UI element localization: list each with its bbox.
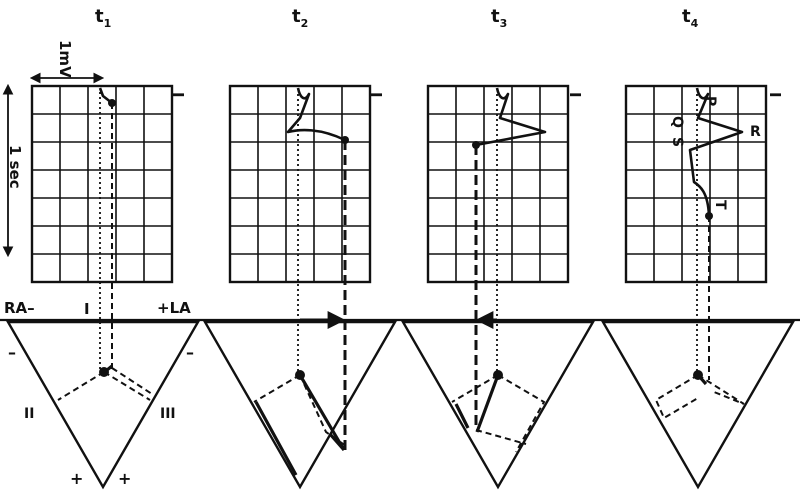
grid-frame: [624, 84, 768, 284]
r-wave-label: R: [750, 124, 761, 140]
projection-iii-1: [111, 367, 153, 395]
heart-vectors: [57, 364, 745, 476]
time-label-t4: t4: [682, 6, 699, 30]
q-wave-label: Q: [669, 116, 685, 128]
triangle-3: [400, 320, 596, 490]
ecg-grid-4: [624, 84, 768, 284]
time-label-t3: t3: [491, 6, 507, 30]
s-wave-label: S: [669, 137, 685, 147]
projection-limbs-2: [253, 374, 347, 447]
triangle-2: [202, 320, 398, 490]
lead-i-triangle-label: I: [84, 300, 90, 318]
grid-frame: [30, 84, 174, 284]
lead-ii-label: II: [24, 406, 34, 422]
minus-right-label: –: [186, 343, 194, 362]
plus-right-label: +: [118, 469, 131, 488]
vector-3: [475, 374, 500, 433]
grid-frame: [426, 84, 570, 284]
trace-panel-4: [688, 87, 744, 217]
lead-i-label-2: I: [367, 92, 385, 98]
lead-iii-projection-2: [328, 432, 346, 452]
lead-i-label-3: I: [566, 92, 584, 98]
time-label-t1: t1: [95, 6, 111, 30]
triangle-labels: RA– +LA I – – II III + +: [4, 299, 194, 488]
projection-limbs-3: [451, 374, 546, 453]
time-label-t2: t2: [292, 6, 308, 30]
vector-origin-4: [693, 370, 703, 380]
ecg-grid-3: [426, 84, 570, 284]
lead-ii-projection-2: [254, 401, 298, 476]
vector-origin-3: [493, 370, 503, 380]
minus-left-label: –: [8, 343, 16, 362]
wave-labels: P Q R S T: [669, 96, 761, 210]
vector-origin-2: [295, 370, 305, 380]
projection-limbs-1: [57, 371, 151, 401]
scale-indicators: 1mV 1 sec: [2, 40, 105, 258]
projection-limbs-4: [654, 374, 745, 420]
la-label: +LA: [157, 299, 191, 317]
projection-lines: [99, 92, 710, 450]
lead-iii-label: III: [160, 406, 176, 422]
lead-i-label-1: I: [169, 92, 187, 98]
lead-i-label-4: I: [766, 92, 784, 98]
ecg-traces: [98, 87, 744, 220]
lead-ii-projection-3: [454, 403, 470, 429]
plus-left-label: +: [70, 469, 83, 488]
trace-panel-2: [286, 87, 346, 142]
triangle-4: [600, 320, 796, 490]
ecg-grid-2: [228, 84, 372, 284]
einthoven-triangles: [5, 320, 796, 490]
amplitude-scale-label: 1mV: [56, 40, 74, 78]
grid-frame: [228, 84, 372, 284]
triangle-1: [5, 320, 201, 490]
lead-labels: I I I I: [169, 92, 784, 98]
ecg-grids: [30, 84, 768, 284]
ecg-grid-1: [30, 84, 174, 284]
vector-origin-1: [99, 367, 109, 377]
trace-panel-3: [475, 87, 547, 147]
time-scale-label: 1 sec: [6, 145, 24, 189]
t-wave-label: T: [712, 200, 728, 210]
ra-label: RA–: [4, 299, 35, 317]
vector-2: [298, 374, 346, 451]
p-wave-label: P: [702, 96, 718, 106]
time-labels: t1 t2 t3 t4: [95, 6, 699, 30]
